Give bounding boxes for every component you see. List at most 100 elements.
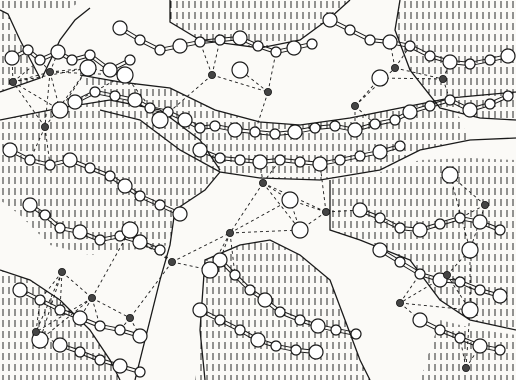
open-node (35, 55, 45, 65)
open-node (23, 45, 33, 55)
open-node (210, 121, 220, 131)
dashed-link (62, 272, 92, 298)
hatched-region-right-mid (330, 158, 516, 330)
open-node (415, 269, 425, 279)
open-node (443, 55, 457, 69)
open-node (375, 213, 385, 223)
open-node (455, 277, 465, 287)
open-node-large (202, 262, 218, 278)
open-node (373, 145, 387, 159)
open-node (235, 325, 245, 335)
open-node (110, 91, 120, 101)
open-node (425, 101, 435, 111)
open-node (323, 13, 337, 27)
filled-node (88, 294, 95, 301)
open-node (373, 243, 387, 257)
open-node (3, 143, 17, 157)
filled-node (462, 364, 469, 371)
open-node (503, 91, 513, 101)
open-node (245, 285, 255, 295)
open-node-large (292, 222, 308, 238)
open-node (330, 121, 340, 131)
open-node-large (282, 192, 298, 208)
open-node (5, 51, 19, 65)
open-node (135, 367, 145, 377)
open-node (495, 225, 505, 235)
open-node (73, 311, 87, 325)
open-node (403, 105, 417, 119)
filled-node (351, 102, 358, 109)
filled-node (391, 64, 398, 71)
open-node (313, 157, 327, 171)
filled-node (9, 78, 16, 85)
open-node (251, 333, 265, 347)
open-node (295, 315, 305, 325)
open-node (253, 41, 263, 51)
open-node (455, 333, 465, 343)
open-node (73, 225, 87, 239)
open-node (425, 51, 435, 61)
open-node (90, 87, 100, 97)
open-node (128, 93, 142, 107)
open-node (250, 127, 260, 137)
open-node (395, 257, 405, 267)
open-node (215, 35, 225, 45)
open-node (295, 157, 305, 167)
open-node-large (442, 167, 458, 183)
open-node (473, 339, 487, 353)
open-node (45, 160, 55, 170)
open-node (155, 200, 165, 210)
open-node (75, 347, 85, 357)
open-node (275, 307, 285, 317)
open-node (215, 153, 225, 163)
open-node (445, 95, 455, 105)
open-node (113, 21, 127, 35)
open-node (435, 219, 445, 229)
open-node (135, 191, 145, 201)
open-node (463, 103, 477, 117)
dashed-link (230, 183, 263, 233)
open-node (355, 151, 365, 161)
open-node (95, 355, 105, 365)
dashed-link (230, 230, 300, 233)
open-node-large (80, 60, 96, 76)
open-node (335, 155, 345, 165)
filled-node (46, 68, 53, 75)
open-node (193, 143, 207, 157)
filled-node (41, 123, 48, 130)
filled-node (58, 268, 65, 275)
open-node (23, 198, 37, 212)
open-node (485, 99, 495, 109)
open-node (271, 47, 281, 57)
open-node (95, 235, 105, 245)
filled-node (208, 71, 215, 78)
open-node (95, 321, 105, 331)
open-node (405, 41, 415, 51)
open-node (85, 50, 95, 60)
dashed-link (268, 52, 276, 92)
open-node (493, 289, 507, 303)
open-node (413, 313, 427, 327)
open-node (485, 55, 495, 65)
open-node (195, 123, 205, 133)
open-node (455, 213, 465, 223)
open-node (235, 155, 245, 165)
open-node (307, 39, 317, 49)
open-node (230, 270, 240, 280)
filled-node (443, 271, 450, 278)
open-node (105, 171, 115, 181)
open-node (53, 338, 67, 352)
open-node (291, 345, 301, 355)
open-node (135, 35, 145, 45)
open-node (435, 325, 445, 335)
open-node (155, 45, 165, 55)
open-node-large (52, 102, 68, 118)
open-node-large (232, 62, 248, 78)
open-node (133, 235, 147, 249)
open-node (311, 319, 325, 333)
open-node (310, 123, 320, 133)
open-node (133, 329, 147, 343)
open-node (178, 113, 192, 127)
